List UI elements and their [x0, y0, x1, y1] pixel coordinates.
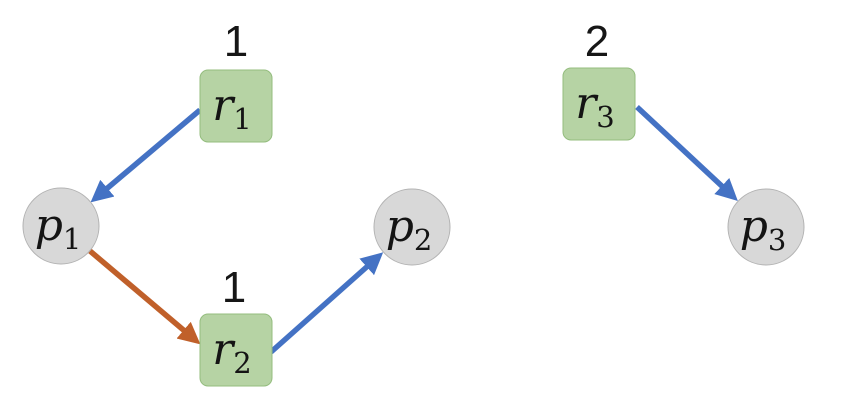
- process-node-p2: [373, 188, 451, 266]
- node-label-p3-base: p: [740, 201, 768, 252]
- node-label-r2-base: r: [212, 324, 236, 375]
- node-label-r1: r1: [212, 80, 252, 136]
- node-label-p3: p3: [740, 201, 787, 257]
- edge-p1-to-r2: [88, 248, 201, 345]
- node-label-r1-sub: 1: [233, 102, 251, 136]
- node-label-r3: r3: [575, 78, 615, 134]
- node-label-r3-base: r: [575, 78, 599, 129]
- node-label-p1-sub: 1: [63, 222, 81, 256]
- node-label-p3-sub: 3: [768, 223, 786, 257]
- count-label-r2: 1: [222, 263, 246, 312]
- resource-node-r3: [562, 67, 636, 141]
- node-label-r2-sub: 2: [233, 346, 251, 380]
- count-label-r3: 2: [585, 17, 609, 66]
- process-node-p1: [22, 187, 100, 265]
- node-label-r1-base: r: [212, 80, 236, 131]
- resource-node-r1: [199, 69, 273, 143]
- node-label-p2-base: p: [386, 201, 414, 252]
- resource-node-r2: [199, 313, 273, 387]
- edge-r3-to-p3: [635, 104, 738, 201]
- process-node-p3: [727, 188, 805, 266]
- node-label-p1: p1: [35, 200, 82, 256]
- edge-r1-to-p1: [90, 107, 202, 203]
- edge-r2-to-p2: [269, 252, 384, 355]
- node-label-p1-base: p: [35, 200, 63, 251]
- node-label-r2: r2: [212, 324, 252, 380]
- node-label-p2-sub: 2: [414, 223, 432, 257]
- node-label-p2: p2: [386, 201, 433, 257]
- count-label-r1: 1: [224, 17, 248, 66]
- node-label-r3-sub: 3: [596, 100, 614, 134]
